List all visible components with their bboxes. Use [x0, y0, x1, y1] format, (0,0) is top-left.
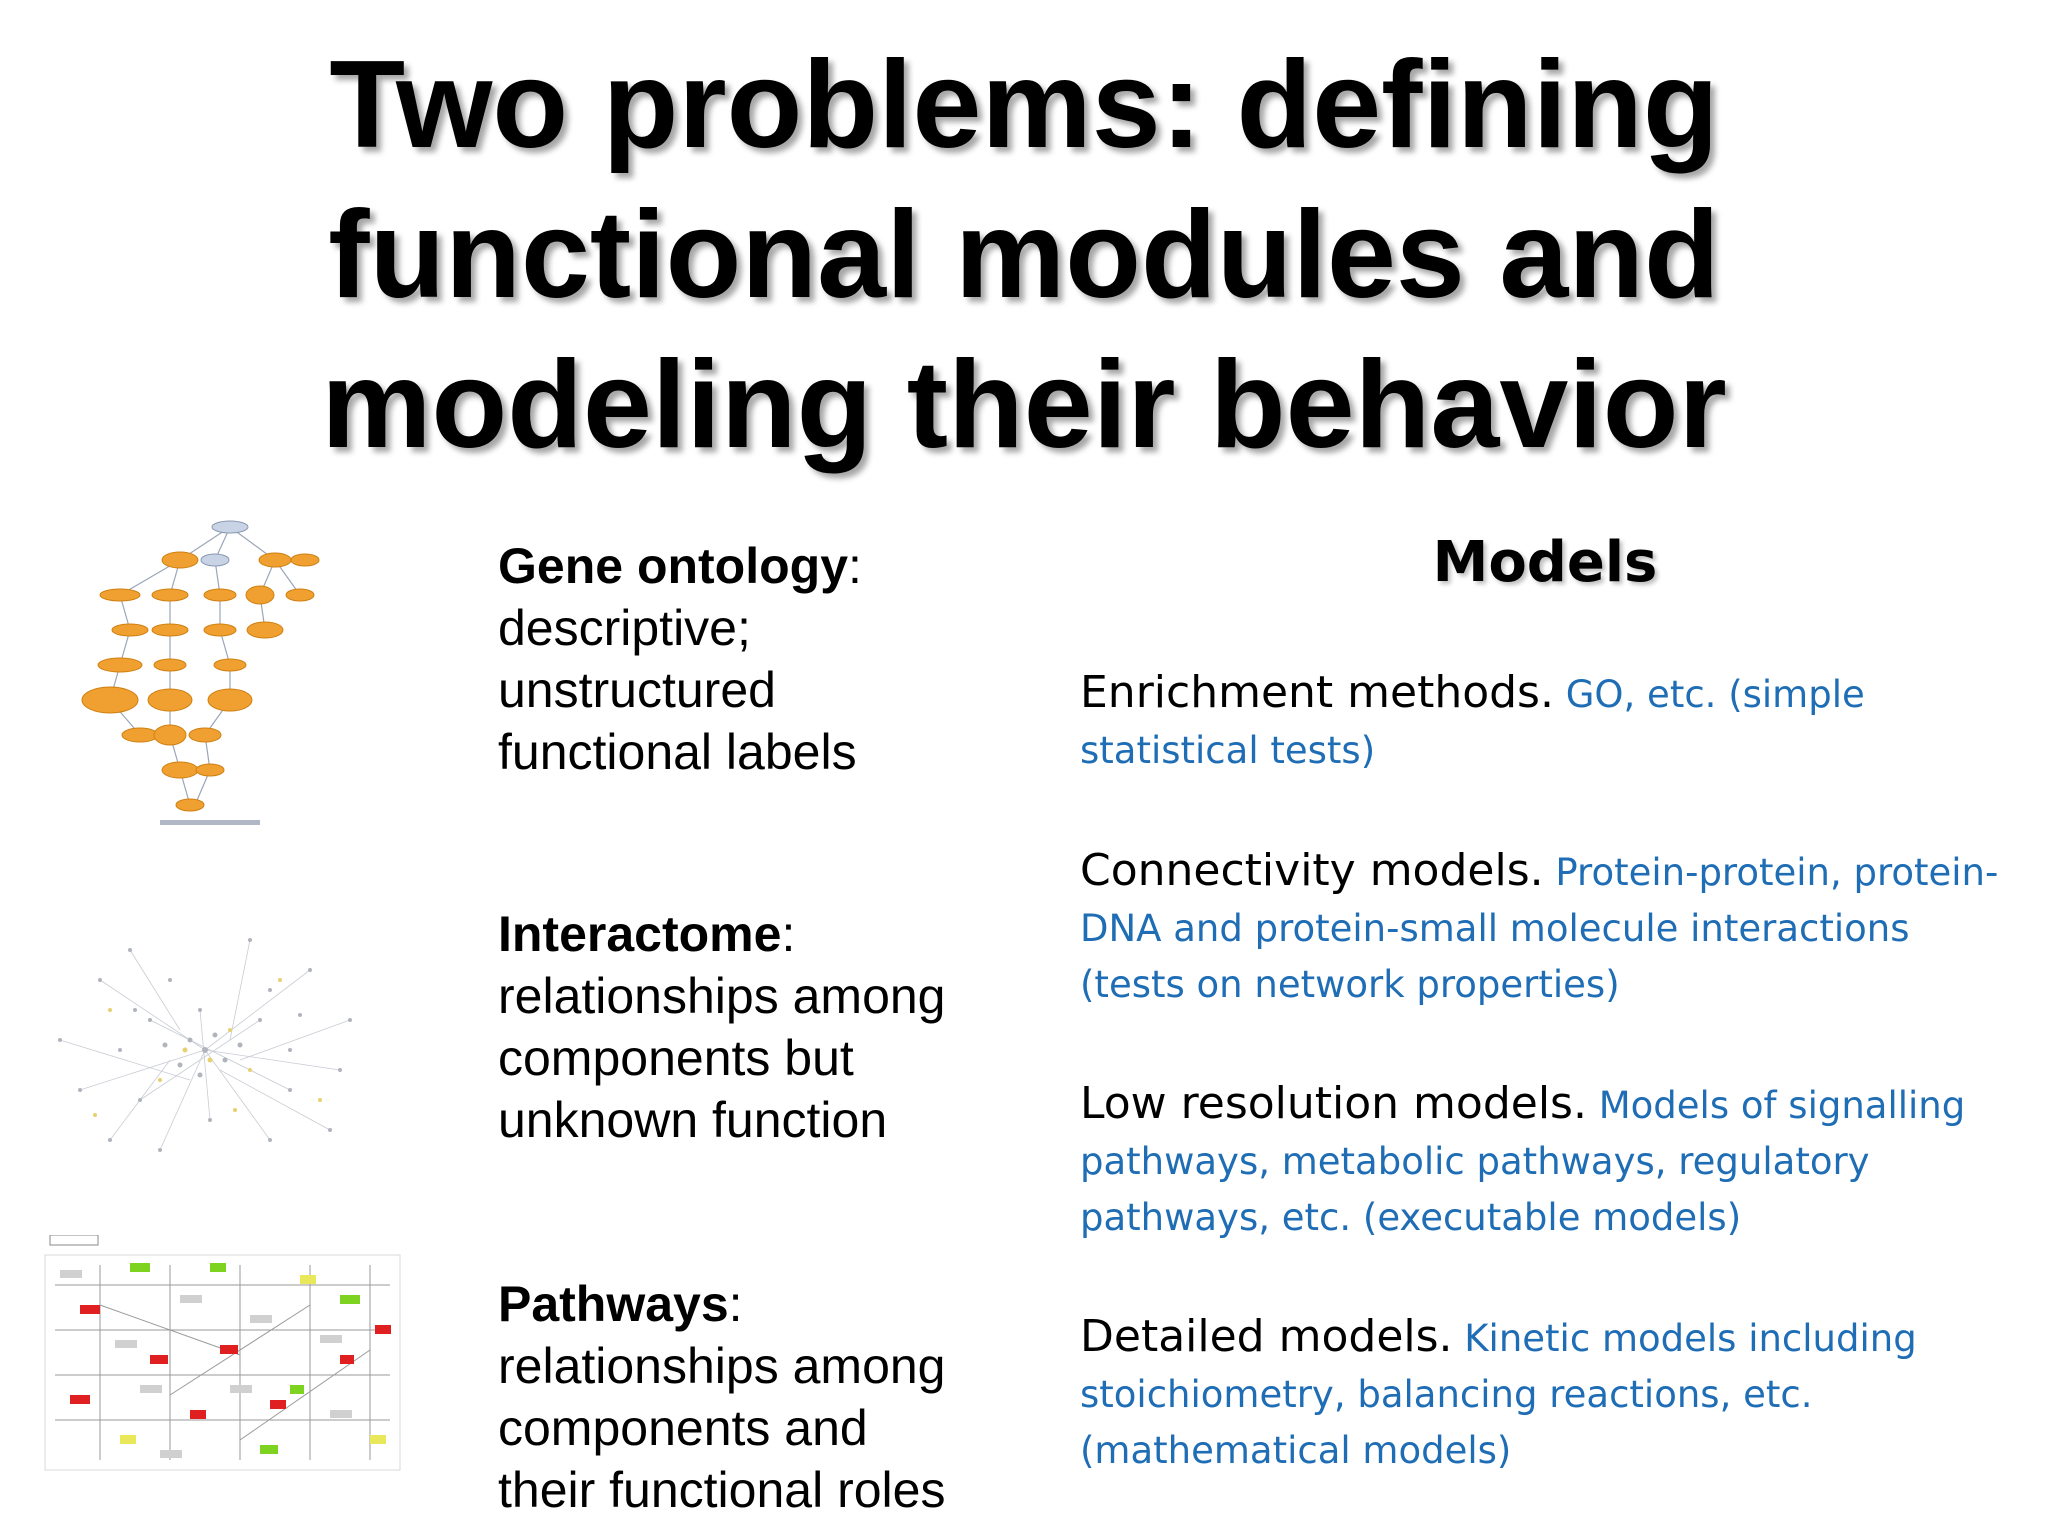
interactome-line-1: relationships among [498, 968, 946, 1024]
pathways-term: Pathways [498, 1276, 729, 1332]
enrichment-methods-model: Enrichment methods. GO, etc. (simple sta… [1080, 665, 2010, 779]
pathways-line-1: relationships among [498, 1338, 946, 1394]
pathways-heading: Pathways: [498, 1273, 1018, 1335]
model-name: Enrichment methods. [1080, 667, 1554, 718]
interactome-colon: : [781, 906, 796, 962]
model-description: GO, etc. (simple statistical tests) [1080, 673, 1865, 772]
model-description: Protein-protein, protein-DNA and protein… [1080, 851, 1999, 1006]
detailed-models-model: Detailed models. Kinetic models includin… [1080, 1309, 2010, 1479]
interactome-line-2: components but [498, 1030, 854, 1086]
gene-ontology-colon: : [848, 538, 862, 594]
interactome-network-thumbnail [40, 920, 370, 1180]
models-heading: Models [1432, 530, 1658, 595]
model-description: Kinetic models including stoichiometry, … [1080, 1317, 1917, 1472]
gene-ontology-term: Gene ontology [498, 538, 848, 594]
slide-title-line-1: Two problems: defining [329, 36, 1719, 174]
gene-ontology-item: Gene ontology: descriptive; unstructured… [498, 535, 1018, 783]
interactome-term: Interactome [498, 906, 782, 962]
gene-ontology-line-1: descriptive; [498, 600, 751, 656]
interactome-heading: Interactome: [498, 903, 1018, 965]
connectivity-models-model: Connectivity models. Protein-protein, pr… [1080, 843, 2010, 1013]
model-name: Connectivity models. [1080, 845, 1544, 896]
pathways-colon: : [728, 1276, 743, 1332]
pathway-map-thumbnail [40, 1235, 405, 1475]
gene-ontology-line-3: functional labels [498, 724, 857, 780]
gene-ontology-line-2: unstructured [498, 662, 776, 718]
low-resolution-models-model: Low resolution models. Models of signall… [1080, 1076, 2010, 1246]
gene-ontology-heading: Gene ontology: [498, 535, 1018, 597]
slide-title: Two problems: defining functional module… [0, 30, 2048, 480]
gene-ontology-graph-thumbnail [80, 515, 330, 835]
model-name: Low resolution models. [1080, 1078, 1587, 1129]
interactome-item: Interactome: relationships among compone… [498, 903, 1018, 1151]
slide-title-line-3: modeling their behavior [321, 336, 1727, 474]
pathways-item: Pathways: relationships among components… [498, 1273, 1018, 1521]
slide-title-line-2: functional modules and [328, 186, 1720, 324]
pathways-line-3: their functional roles [498, 1462, 946, 1518]
pathways-line-2: components and [498, 1400, 868, 1456]
model-name: Detailed models. [1080, 1311, 1453, 1362]
interactome-line-3: unknown function [498, 1092, 888, 1148]
model-description: Models of signalling pathways, metabolic… [1080, 1084, 1966, 1239]
